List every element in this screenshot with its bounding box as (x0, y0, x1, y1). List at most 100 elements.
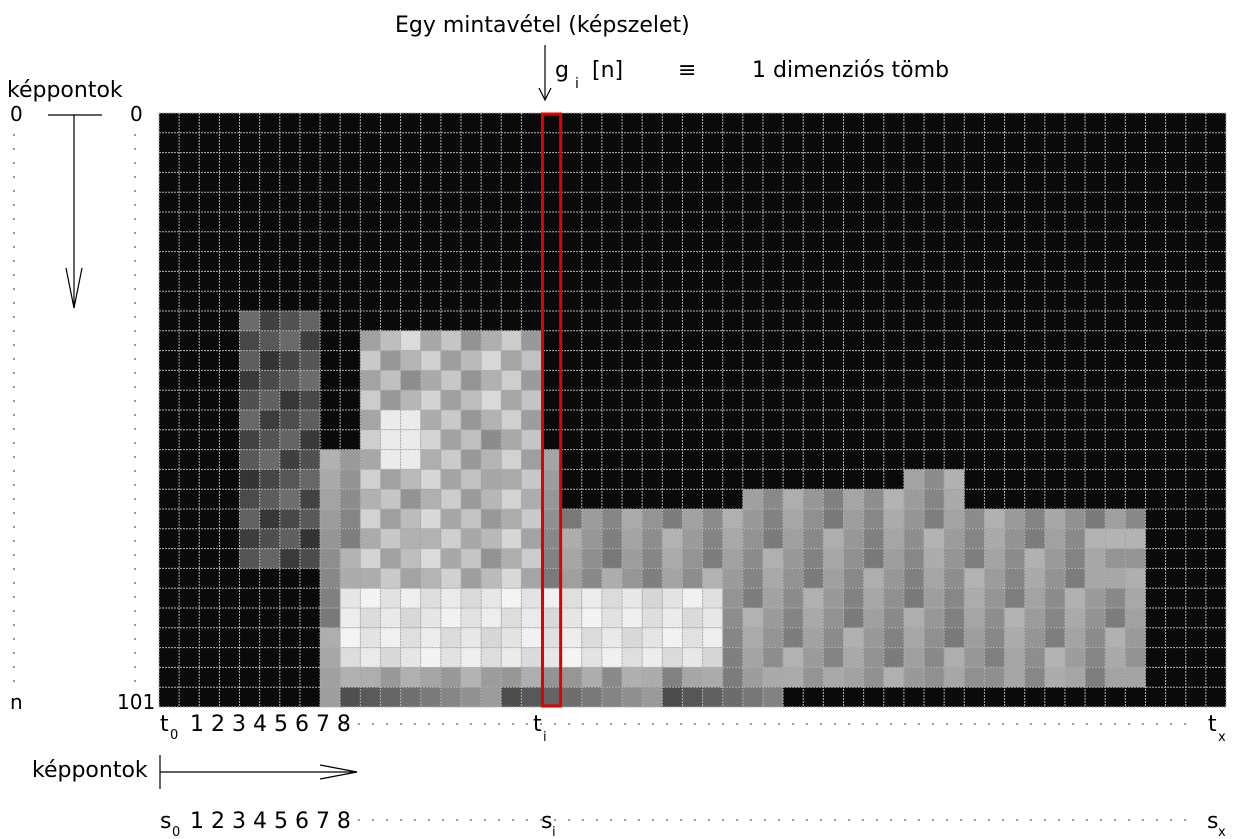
pixel-cell (320, 469, 341, 490)
pixel-cell (581, 548, 602, 569)
pixel-cell (1125, 568, 1146, 589)
t-guide-dot (946, 723, 948, 725)
s-guide-dot (764, 819, 766, 821)
pixel-cell (702, 608, 723, 628)
pixel-cell (581, 627, 602, 648)
t-guide-dot (694, 723, 696, 725)
t-guide-dot (456, 723, 458, 725)
left-guide-dot (13, 330, 15, 332)
right-guide-dot (134, 414, 136, 416)
pixel-cell (239, 350, 260, 371)
right-guide-dot (134, 428, 136, 430)
pixel-cell (903, 647, 925, 668)
t-guide-dot (554, 723, 556, 725)
pixel-cell (823, 647, 844, 668)
s-axis-dotted-guide (344, 819, 1186, 821)
pixel-cell (541, 627, 562, 648)
t-guide-dot (890, 723, 892, 725)
left-guide-dot (13, 470, 15, 472)
pixel-cell (279, 489, 300, 509)
pixel-cell (400, 667, 421, 688)
pixel-cell (299, 330, 321, 351)
t-guide-dot (372, 723, 374, 725)
pixel-cell (964, 568, 985, 589)
s-guide-dot (526, 819, 528, 821)
left-axis-arrow-head (65, 267, 83, 309)
pixel-cell (803, 647, 824, 668)
t-guide-dot (1184, 723, 1186, 725)
pixel-cell (783, 568, 804, 589)
pixel-cell (642, 667, 663, 688)
t-guide-dot (498, 723, 500, 725)
pixel-cell (541, 588, 562, 608)
pixel-cell (320, 449, 341, 470)
pixel-cell (440, 350, 461, 371)
s-guide-dot (750, 819, 752, 821)
s-guide-dot (344, 819, 346, 821)
pixel-cell (380, 528, 401, 549)
pixel-cell (299, 311, 321, 331)
left-guide-dot (13, 652, 15, 654)
t-guide-dot (512, 723, 514, 725)
pixel-cell (863, 588, 884, 608)
pixel-cell (682, 687, 703, 707)
left-guide-dot (13, 666, 15, 668)
t-guide-dot (792, 723, 794, 725)
pixel-cell (521, 568, 542, 589)
pixel-cell (642, 528, 663, 549)
pixel-cell (481, 647, 502, 668)
pixel-cell (742, 489, 763, 509)
pixel-cell (360, 489, 381, 509)
pixel-cell (984, 627, 1005, 648)
pixel-cell (1105, 667, 1126, 688)
pixel-cell (541, 647, 562, 668)
pixel-cell (380, 330, 401, 351)
pixel-cell (702, 627, 723, 648)
pixel-cell (561, 627, 582, 648)
pixel-cell (682, 548, 703, 569)
t-guide-dot (582, 723, 584, 725)
s-guide-dot (1030, 819, 1032, 821)
pixel-cell (803, 627, 824, 648)
right-guide-dot (134, 512, 136, 514)
s-guide-dot (946, 819, 948, 821)
pixel-cell (762, 687, 784, 707)
pixel-cell (340, 647, 361, 668)
pixel-cell (863, 627, 884, 648)
s-guide-dot (358, 819, 360, 821)
left-guide-dot (13, 526, 15, 528)
left-guide-dot (13, 442, 15, 444)
pixel-cell (279, 390, 300, 410)
pixel-cell (924, 548, 945, 569)
s-guide-dot (1100, 819, 1102, 821)
pixel-cell (622, 568, 643, 589)
right-guide-dot (134, 344, 136, 346)
pixel-cell (1024, 509, 1045, 529)
pixel-cell (380, 548, 401, 569)
t-guide-dot (1142, 723, 1144, 725)
pixel-cell (642, 568, 663, 589)
pixel-cell (481, 548, 502, 569)
pixel-cell (803, 568, 824, 589)
pixel-cell (501, 410, 522, 430)
pixel-cell (924, 509, 945, 529)
pixel-cell (460, 588, 482, 608)
pixel-cell (642, 627, 663, 648)
pixel-cell (380, 469, 401, 490)
pixel-cell (1125, 588, 1146, 608)
pixel-cell (299, 350, 321, 371)
pixel-cell (1004, 528, 1025, 549)
pixel-cell (1064, 667, 1086, 688)
t-guide-dot (988, 723, 990, 725)
s-guide-dot (680, 819, 682, 821)
pixel-cell (1024, 568, 1045, 589)
pixel-cell (400, 449, 421, 470)
pixel-cell (320, 568, 341, 589)
pixel-cell (460, 548, 482, 569)
pixel-cell (239, 410, 260, 430)
pixel-cell (1004, 627, 1025, 648)
pixel-cell (501, 449, 522, 470)
left-axis-dotted-guides (13, 134, 136, 682)
pixel-cell (622, 647, 643, 668)
pixel-cell (1064, 509, 1086, 529)
